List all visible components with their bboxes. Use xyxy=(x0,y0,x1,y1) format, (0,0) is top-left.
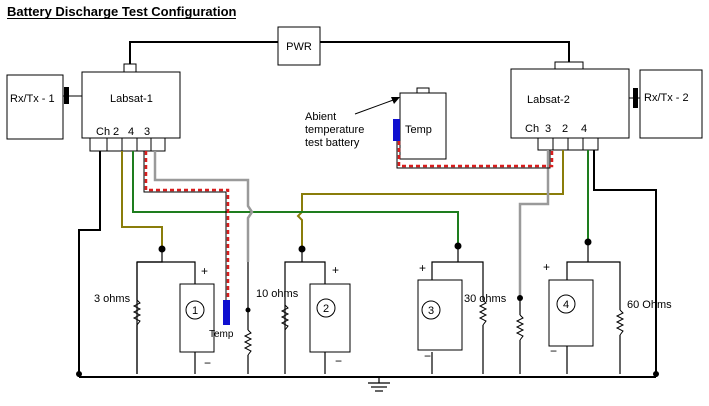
labsat-2-unit: Labsat-2 Ch 3 2 4 xyxy=(510,68,630,151)
radio-2: Rx/Tx - 2 xyxy=(629,69,703,139)
battery-4-id: 4 xyxy=(563,299,569,311)
battery-1-minus: − xyxy=(204,356,211,370)
ground-bus xyxy=(76,150,659,392)
battery-4-circuit: 4 + − 60 Ohms xyxy=(515,260,672,374)
labsat-2-ch-label: Ch xyxy=(525,123,539,135)
junction-dots xyxy=(158,238,592,301)
labsat-2-ch-4: 4 xyxy=(581,123,587,135)
wire-green-channels xyxy=(132,150,589,245)
battery-3-id: 3 xyxy=(428,305,434,317)
battery-1-id: 1 xyxy=(192,305,198,317)
pwr-box: PWR xyxy=(277,26,321,66)
labsat-1-unit: Labsat-1 Ch 2 4 3 xyxy=(81,71,181,152)
labsat-1-label: Labsat-1 xyxy=(110,93,153,105)
radio-1: Rx/Tx - 1 xyxy=(6,74,82,140)
ambient-note-line-3: test battery xyxy=(305,137,360,149)
ambient-note-arrow xyxy=(354,97,400,115)
ambient-temp-battery: Temp xyxy=(393,87,447,160)
battery-1-circuit: 1 + − 3 ohms Temp xyxy=(94,261,253,374)
battery-1-temp-sensor xyxy=(223,300,230,325)
radio-2-label: Rx/Tx - 2 xyxy=(644,92,689,104)
battery-4-minus: − xyxy=(550,344,557,358)
pwr-label: PWR xyxy=(286,41,312,53)
labsat-2-ch-3: 3 xyxy=(545,123,551,135)
battery-2-id: 2 xyxy=(323,303,329,315)
battery-3-plus: + xyxy=(419,261,426,275)
battery-2-minus: − xyxy=(335,354,342,368)
battery-1-plus: + xyxy=(201,264,208,278)
labsat-1-ch-label: Ch xyxy=(96,126,110,138)
ambient-note-line-2: temperature xyxy=(305,124,364,136)
battery-4-plus: + xyxy=(543,260,550,274)
ambient-temp-label: Temp xyxy=(405,124,432,136)
diagram-title: Battery Discharge Test Configuration xyxy=(7,4,237,19)
battery-4-resistor-label: 60 Ohms xyxy=(627,299,672,311)
wire-olive-channels xyxy=(121,150,564,248)
ambient-note-line-1: Abient xyxy=(305,111,336,123)
wire-gray-channels xyxy=(153,150,550,298)
labsat-1-ch-2: 2 xyxy=(113,126,119,138)
battery-2-circuit: 2 + − 10 ohms xyxy=(256,261,351,374)
junction-links xyxy=(137,242,589,263)
battery-3-minus: − xyxy=(424,349,431,363)
power-wiring xyxy=(123,41,584,73)
radio-1-label: Rx/Tx - 1 xyxy=(10,93,55,105)
wire-temp-sensor xyxy=(143,141,554,300)
battery-2-resistor-label: 10 ohms xyxy=(256,288,299,300)
ambient-temp-sensor xyxy=(393,119,400,141)
labsat-2-label: Labsat-2 xyxy=(527,94,570,106)
battery-1-resistor-label: 3 ohms xyxy=(94,293,131,305)
labsat-1-ch-3: 3 xyxy=(144,126,150,138)
battery-1-temp-label: Temp xyxy=(209,329,234,340)
battery-3-resistor-label: 30 ohms xyxy=(464,293,507,305)
labsat-2-ch-2: 2 xyxy=(562,123,568,135)
battery-3-circuit: 3 + − 30 ohms xyxy=(417,261,507,374)
battery-2-plus: + xyxy=(332,263,339,277)
labsat-1-ch-4: 4 xyxy=(128,126,134,138)
